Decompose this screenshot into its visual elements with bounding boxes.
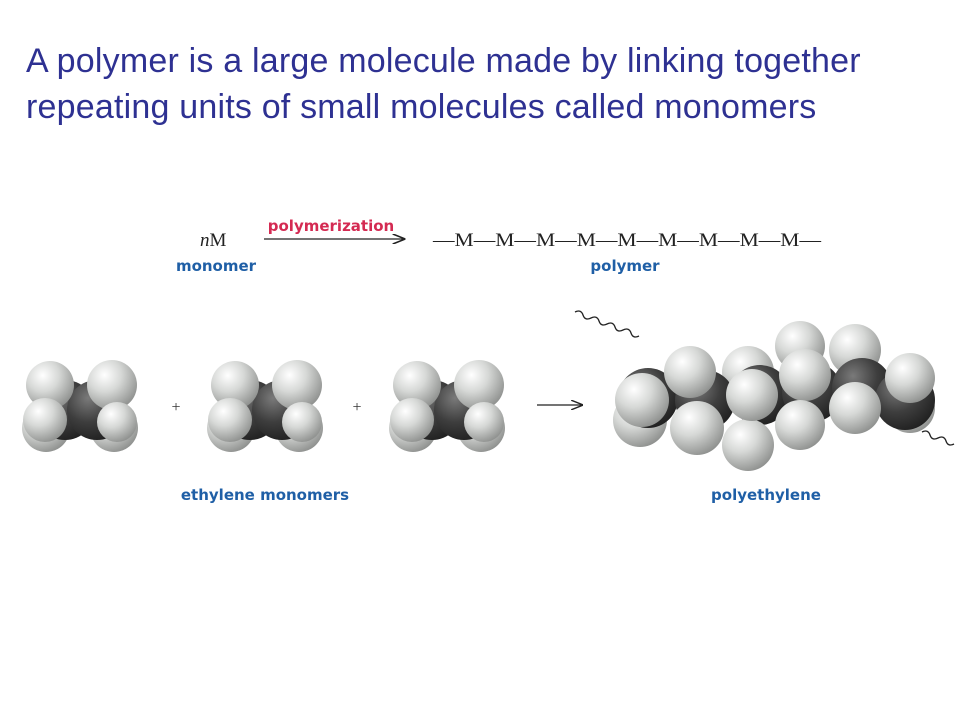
reactant-coefficient: n — [200, 230, 210, 251]
chain-continuation-right — [921, 430, 955, 446]
polymerization-label: polymerization — [268, 217, 394, 235]
polymer-label: polymer — [590, 257, 660, 275]
reactant-symbol: M — [210, 230, 227, 251]
title-line-1: A polymer is a large molecule made by li… — [26, 42, 861, 80]
slide-title: A polymer is a large molecule made by li… — [26, 38, 946, 130]
ethylene-monomers-label: ethylene monomers — [181, 486, 349, 504]
svg-text:nM: nM — [200, 230, 227, 251]
ethylene-molecule — [22, 360, 138, 452]
plus-sign: + — [352, 399, 361, 416]
plus-sign: + — [171, 399, 180, 416]
chain-continuation-left — [574, 310, 640, 338]
ethylene-molecule — [389, 360, 505, 452]
polyethylene-label: polyethylene — [711, 486, 821, 504]
ethylene-monomers: + + ethylene monomers — [22, 360, 582, 504]
monomer-label: monomer — [176, 257, 257, 275]
reaction-equation: nM monomer polymerization —M—M—M—M—M—M—M… — [176, 217, 822, 275]
polyethylene-molecule: polyethylene — [574, 310, 955, 504]
ethylene-molecule — [207, 360, 323, 452]
polymer-chain: —M—M—M—M—M—M—M—M—M— — [432, 230, 822, 251]
title-line-2: repeating units of small molecules calle… — [26, 88, 817, 126]
